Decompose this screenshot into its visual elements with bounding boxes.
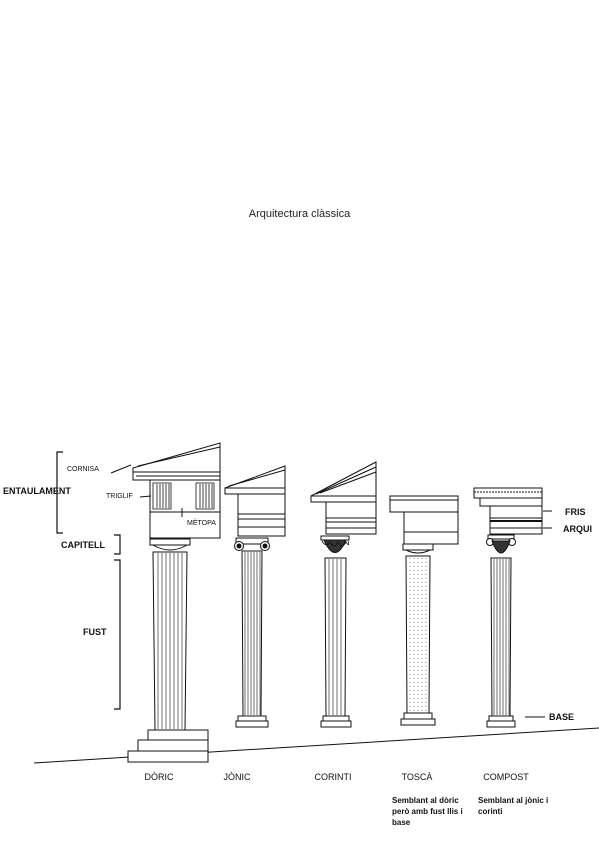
- tuscan-architrave: [403, 531, 459, 545]
- label-fris: FRIS: [565, 507, 586, 517]
- corinthian-shaft: [324, 557, 347, 717]
- order-name-ionic: JÒNIC: [223, 772, 251, 782]
- order-note-tuscan: Semblant al dòric però amb fust llis i b…: [392, 796, 463, 827]
- doric-triglyph: [152, 482, 172, 510]
- corinthian-cornice: [310, 495, 377, 503]
- capitell-bracket: [114, 534, 121, 555]
- corinthian-architrave: [325, 517, 377, 535]
- ionic-architrave: [237, 513, 286, 537]
- tuscan-capital: [402, 543, 434, 551]
- label-cornisa: CORNISA: [67, 466, 99, 473]
- doric-capital: [149, 538, 191, 546]
- corinthian-pediment: [310, 461, 377, 497]
- label-entaulament: ENTAULAMENT: [3, 486, 71, 496]
- order-name-corinthian: CORINTI: [314, 772, 352, 782]
- corinthian-base: [322, 715, 350, 722]
- doric-frieze: [149, 479, 221, 513]
- label-base: BASE: [549, 712, 575, 722]
- doric-architrave: [149, 511, 221, 539]
- ionic-cornice: [224, 487, 286, 495]
- label-triglif: TRIGLIF: [106, 493, 133, 500]
- cornisa-leader: [110, 464, 132, 474]
- doric-triglyph-2: [195, 482, 215, 510]
- tuscan-frieze: [403, 511, 459, 533]
- label-metopa: MÈTOPA: [187, 520, 216, 527]
- label-capitell: CAPITELL: [61, 540, 105, 550]
- order-name-tuscan: TOSCÀ: [401, 772, 433, 782]
- composite-cornice: [473, 487, 543, 499]
- tuscan-base: [403, 712, 433, 720]
- order-name-doric: DÒRIC: [144, 772, 174, 782]
- label-fust: FUST: [83, 627, 107, 637]
- doric-column: [127, 442, 221, 763]
- ionic-base: [237, 715, 267, 722]
- tuscan-column: [389, 495, 459, 726]
- ground-line: [33, 727, 599, 764]
- ionic-capital: [234, 537, 270, 551]
- order-name-composite: COMPOST: [483, 772, 529, 782]
- corinthian-capital: [320, 535, 350, 553]
- composite-column: [473, 487, 543, 728]
- triglif-leader: [139, 495, 152, 498]
- doric-stylobate: [147, 729, 209, 741]
- tuscan-cornice: [389, 495, 459, 513]
- fust-bracket: [114, 559, 121, 710]
- corinthian-frieze: [325, 501, 377, 519]
- label-arquitrau: ARQUI: [563, 524, 592, 534]
- composite-capital: [486, 534, 516, 554]
- order-note-composite: Semblant al jònic i corinti: [478, 796, 549, 816]
- composite-frieze: [489, 505, 543, 519]
- page-title: Arquitectura clàssica: [248, 208, 351, 220]
- ionic-frieze: [237, 493, 286, 515]
- ionic-column: [224, 465, 286, 728]
- entaulament-bracket: [56, 451, 63, 534]
- corinthian-column: [310, 461, 377, 728]
- composite-base: [488, 715, 514, 722]
